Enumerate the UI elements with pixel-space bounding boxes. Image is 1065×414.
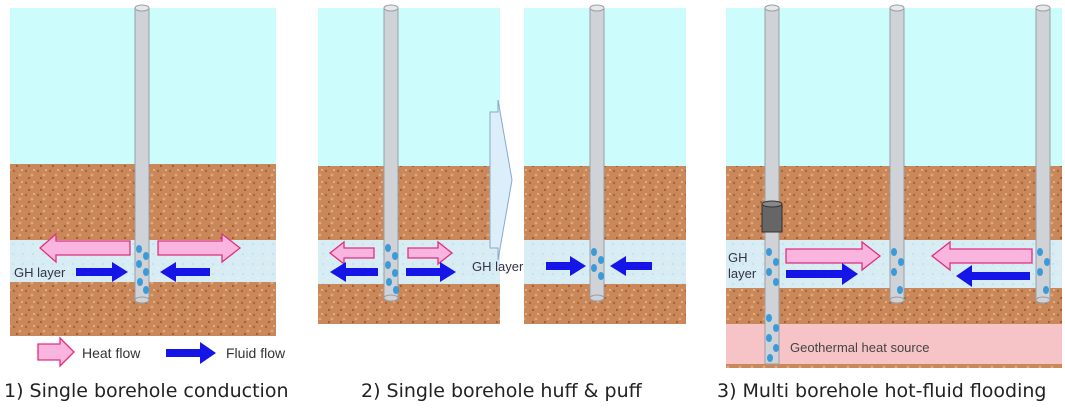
borehole [134,4,150,304]
borehole-center [889,4,905,304]
panel-huff-and-puff-production: GH layer [472,4,686,324]
soil-layer-lower [318,284,500,324]
borehole [383,4,399,302]
sky [524,8,686,166]
panel-huff-and-puff-injection [318,4,500,324]
legend-heat-flow-arrow [37,336,75,368]
fluid-flow-arrow-right [786,263,858,285]
gh-layer-label: GH layer [472,259,524,274]
caption-single-borehole-conduction: 1) Single borehole conduction [4,380,289,402]
borehole [589,4,605,302]
geothermal-heat-source [726,324,1062,364]
soil-layer-lower [524,284,686,324]
heat-flow-arrow-right [407,240,454,266]
borehole-right [1035,4,1051,304]
fluid-flow-arrow-left [160,262,210,282]
heat-flow-arrow-left [930,240,1033,272]
fluid-flow-arrow-left [956,265,1030,287]
legend: Heat flow Fluid flow [37,336,286,368]
sky [318,8,500,166]
borehole-left [764,4,780,365]
fluid-flow-arrow-left [610,256,652,276]
gh-layer-label-line2: layer [728,266,757,281]
heat-flow-arrow-left [39,232,131,264]
panel-single-borehole-conduction: GH layer [10,4,276,336]
packer [761,200,783,233]
hydrate-bubbles [766,248,1050,362]
transition-arrow [489,99,513,261]
legend-heat-flow-label: Heat flow [82,345,141,361]
hydrate-bubbles [136,245,149,294]
soil-layer [524,166,686,240]
fluid-flow-arrow-right [406,262,456,282]
fluid-flow-arrow-right [546,256,586,276]
heat-flow-arrow-left [328,240,375,266]
legend-fluid-flow-label: Fluid flow [226,345,286,361]
heat-flow-arrow-right [785,240,882,272]
fluid-flow-arrow-left [330,262,378,282]
legend-fluid-flow-arrow [166,342,216,364]
hydrate-bubbles [385,244,399,294]
gh-layer-label: GH layer [14,265,66,280]
caption-single-borehole-huff-puff: 2) Single borehole huff & puff [361,380,642,402]
hydrate-bubbles [591,248,604,280]
soil-layer [318,166,500,240]
gh-layer-label-line1: GH [728,250,748,265]
gh-layer [318,240,500,284]
caption-multi-borehole-flooding: 3) Multi borehole hot-fluid flooding [717,380,1047,402]
panel-multi-borehole-flooding: GH layer Geothermal heat source [726,4,1062,368]
geothermal-heat-source-label: Geothermal heat source [790,340,929,355]
heat-flow-arrow-right [157,232,242,264]
fluid-flow-arrow-right [76,262,128,282]
soil-bottom [726,364,1062,368]
